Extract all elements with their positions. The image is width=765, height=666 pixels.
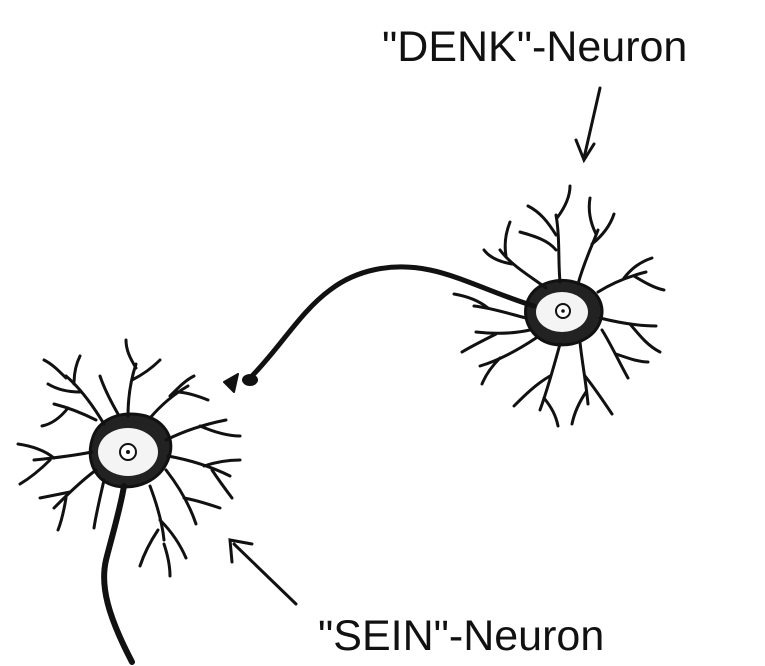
denk-neuron-label: "DENK"-Neuron (382, 26, 687, 69)
axon-terminal (242, 374, 258, 386)
sein-arrow (234, 544, 296, 604)
sein-neuron-label: "SEIN"-Neuron (318, 615, 604, 658)
label-arrows (230, 88, 600, 604)
denk-neuron (224, 186, 664, 426)
sein-neuron (18, 340, 240, 662)
sein-axon (104, 486, 132, 662)
axon-terminal-2 (224, 374, 238, 392)
